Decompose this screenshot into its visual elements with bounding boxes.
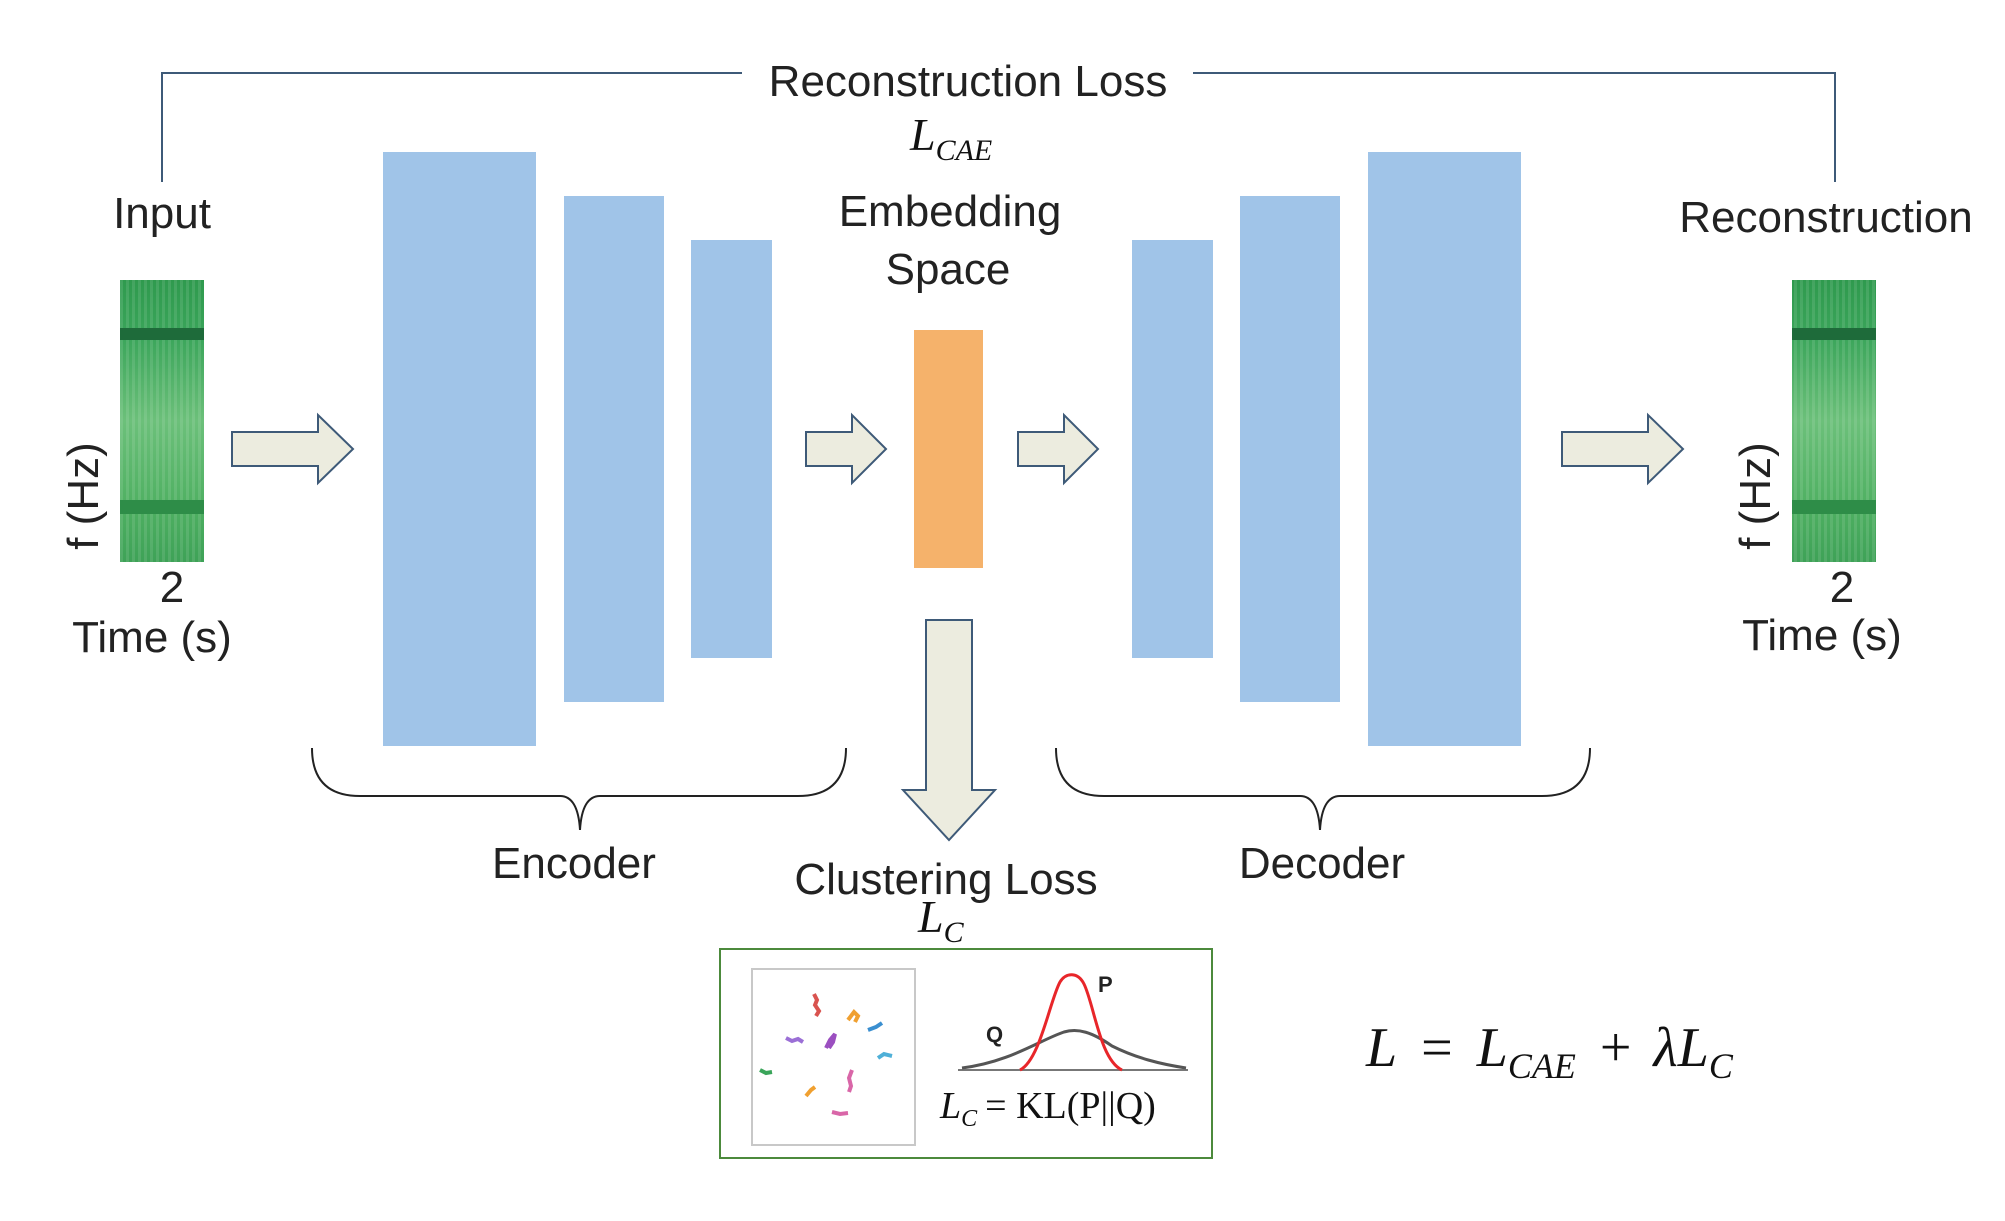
- decoder-label: Decoder: [1239, 839, 1405, 888]
- arrow-embedding-to-clustering: [900, 619, 998, 842]
- embedding-layer: [914, 330, 983, 568]
- reconstruction-loss-connector: [161, 72, 1836, 182]
- clustering-loss-label: Clustering Loss: [794, 855, 1097, 904]
- input-y-axis-label: f (Hz): [59, 442, 108, 550]
- decoder-layer-2: [1240, 196, 1340, 702]
- encoder-layer-2: [564, 196, 664, 702]
- reconstruction-spectrogram: [1792, 280, 1876, 562]
- p-curve: [1019, 973, 1123, 1072]
- arrow-decoder-to-reconstruction: [1561, 412, 1685, 486]
- reconstruction-y-axis-label: f (Hz): [1731, 442, 1780, 550]
- clustering-loss-symbol: LC: [917, 891, 965, 949]
- decoder-brace: [1055, 747, 1591, 831]
- input-x-tick: 2: [160, 563, 184, 612]
- reconstruction-loss-label: Reconstruction Loss: [769, 57, 1168, 106]
- arrow-input-to-encoder: [231, 412, 355, 486]
- decoder-layer-1: [1132, 240, 1213, 658]
- q-curve: [961, 1029, 1187, 1070]
- decoder-layer-3: [1368, 152, 1521, 746]
- embedding-label-line2: Space: [886, 245, 1011, 294]
- input-spectrogram: [120, 280, 204, 562]
- reconstruction-x-tick: 2: [1830, 563, 1854, 612]
- encoder-layer-1: [383, 152, 536, 746]
- q-label: Q: [986, 1022, 1003, 1047]
- input-x-axis-label: Time (s): [72, 613, 232, 662]
- arrow-embedding-to-decoder: [1017, 412, 1100, 486]
- reconstruction-title: Reconstruction: [1679, 193, 1972, 242]
- kl-formula: LC= KL(P||Q): [939, 1085, 1156, 1132]
- cluster-scatter-points: [759, 993, 893, 1117]
- encoder-brace: [311, 747, 847, 831]
- p-label: P: [1098, 972, 1113, 997]
- distribution-plot: [958, 973, 1188, 1072]
- reconstruction-loss-symbol: LCAE: [909, 109, 992, 167]
- total-loss-formula: L = LCAE + λLC: [1365, 1017, 1734, 1091]
- embedding-label-line1: Embedding: [839, 187, 1062, 236]
- reconstruction-x-axis-label: Time (s): [1742, 611, 1902, 660]
- encoder-label: Encoder: [492, 839, 656, 888]
- input-title: Input: [113, 189, 211, 238]
- encoder-layer-3: [691, 240, 772, 658]
- arrow-encoder-to-embedding: [805, 412, 888, 486]
